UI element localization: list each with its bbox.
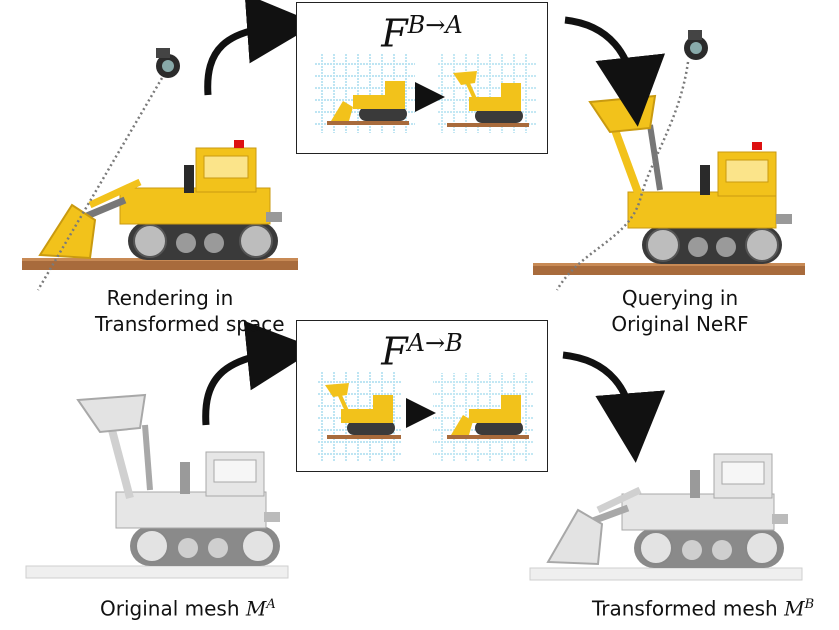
camera-icon-top-left bbox=[156, 48, 180, 78]
caption-querying-line2: Original NeRF bbox=[611, 312, 749, 336]
mesh-original-gray bbox=[25, 393, 289, 579]
arrow-to-top-box bbox=[204, 0, 317, 96]
box-superscript: A→B bbox=[407, 329, 463, 357]
arrow-to-bottom-box bbox=[202, 320, 317, 426]
mini-bulldozer-left bbox=[325, 383, 401, 439]
caption-rendering-line1: Rendering in bbox=[106, 286, 234, 310]
box-title-b-to-a: FB→A bbox=[297, 5, 547, 54]
box-symbol: F bbox=[381, 11, 408, 56]
caption-transformed-mesh-text: Transformed mesh bbox=[592, 596, 785, 621]
mini-bulldozer-right bbox=[447, 71, 529, 127]
caption-transformed-mesh-sup: B bbox=[804, 597, 815, 612]
caption-original-mesh-sup: A bbox=[266, 597, 276, 612]
caption-transformed-mesh-symbol: M bbox=[784, 596, 805, 621]
bulldozer-original-yellow bbox=[533, 94, 805, 275]
caption-original-mesh: Original mesh MA bbox=[100, 592, 320, 622]
box-superscript: B→A bbox=[407, 11, 463, 39]
caption-rendering: Rendering in Transformed space bbox=[95, 285, 285, 337]
mesh-transformed-gray bbox=[529, 453, 803, 581]
caption-querying-line1: Querying in bbox=[621, 286, 739, 310]
deformation-box-a-to-b: FA→B bbox=[296, 320, 548, 472]
arrow-from-bottom-box bbox=[562, 351, 666, 463]
box-title-a-to-b: FA→B bbox=[297, 323, 547, 372]
mini-bulldozer-left bbox=[327, 81, 409, 125]
caption-rendering-line2: Transformed space bbox=[95, 312, 285, 336]
box-illustration-a-to-b bbox=[317, 371, 533, 461]
bulldozer-transformed-yellow bbox=[22, 140, 298, 270]
arrow-from-top-box bbox=[564, 16, 666, 127]
camera-ray-right bbox=[555, 61, 690, 291]
box-symbol: F bbox=[381, 329, 408, 374]
camera-ray-left bbox=[36, 77, 164, 291]
box-illustration-b-to-a bbox=[315, 53, 537, 133]
camera-icon-top-right bbox=[684, 30, 708, 60]
caption-original-mesh-symbol: M bbox=[245, 596, 267, 621]
caption-querying: Querying in Original NeRF bbox=[600, 285, 760, 337]
deformation-box-b-to-a: FB→A bbox=[296, 2, 548, 154]
caption-transformed-mesh: Transformed mesh MB bbox=[592, 592, 832, 622]
caption-original-mesh-text: Original mesh bbox=[100, 596, 246, 621]
mini-bulldozer-right bbox=[447, 395, 529, 439]
